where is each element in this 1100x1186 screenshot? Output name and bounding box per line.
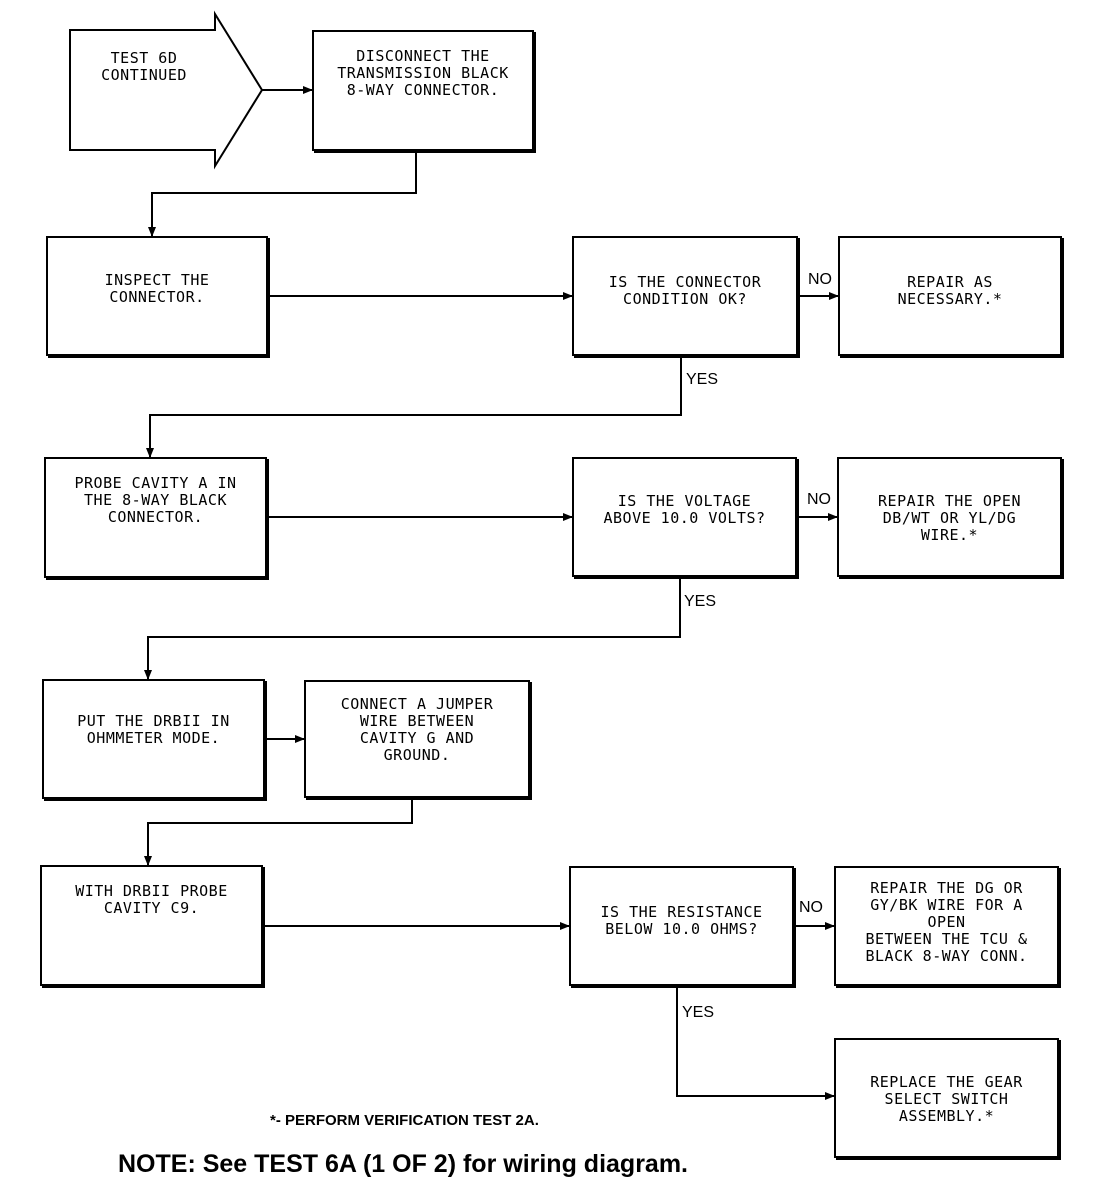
footnote-verification: *- PERFORM VERIFICATION TEST 2A. xyxy=(270,1112,539,1129)
step-drbii-ohmmeter-mode: PUT THE DRBII IN OHMMETER MODE. xyxy=(42,679,265,799)
label-yes-resistance: YES xyxy=(682,1004,715,1021)
step-inspect-connector: INSPECT THE CONNECTOR. xyxy=(46,236,268,356)
label-yes-connector: YES xyxy=(686,371,719,388)
label-no-resistance: NO xyxy=(799,899,823,916)
label-no-connector: NO xyxy=(808,271,832,288)
wiring-diagram-note: NOTE: See TEST 6A (1 OF 2) for wiring di… xyxy=(118,1150,688,1178)
start-arrow-shape xyxy=(69,10,264,170)
action-repair-open-wire: REPAIR THE OPEN DB/WT OR YL/DG WIRE.* xyxy=(837,457,1062,577)
connector-resistance-replace xyxy=(676,986,835,1100)
decision-connector-condition: IS THE CONNECTOR CONDITION OK? xyxy=(572,236,798,356)
connector-voltage-ohmmeter xyxy=(144,577,681,680)
label-yes-voltage: YES xyxy=(684,593,717,610)
step-probe-cavity-c9: WITH DRBII PROBE CAVITY C9. xyxy=(40,865,263,986)
connector-question-probe-a xyxy=(146,356,682,458)
action-replace-gear-select-switch: REPLACE THE GEAR SELECT SWITCH ASSEMBLY.… xyxy=(834,1038,1059,1158)
step-probe-cavity-a: PROBE CAVITY A IN THE 8-WAY BLACK CONNEC… xyxy=(44,457,267,578)
decision-voltage-above-10: IS THE VOLTAGE ABOVE 10.0 VOLTS? xyxy=(572,457,797,577)
step-disconnect-connector: DISCONNECT THE TRANSMISSION BLACK 8-WAY … xyxy=(312,30,534,151)
action-repair-as-necessary: REPAIR AS NECESSARY.* xyxy=(838,236,1062,356)
action-repair-dg-wire: REPAIR THE DG OR GY/BK WIRE FOR A OPEN B… xyxy=(834,866,1059,986)
decision-resistance-below-10: IS THE RESISTANCE BELOW 10.0 OHMS? xyxy=(569,866,794,986)
start-terminal-text: TEST 6D CONTINUED xyxy=(101,49,187,84)
connector-jumper-probe-c9 xyxy=(144,797,413,866)
connector-disconnect-inspect xyxy=(148,150,417,237)
step-connect-jumper-wire: CONNECT A JUMPER WIRE BETWEEN CAVITY G A… xyxy=(304,680,530,798)
label-no-voltage: NO xyxy=(807,491,831,508)
